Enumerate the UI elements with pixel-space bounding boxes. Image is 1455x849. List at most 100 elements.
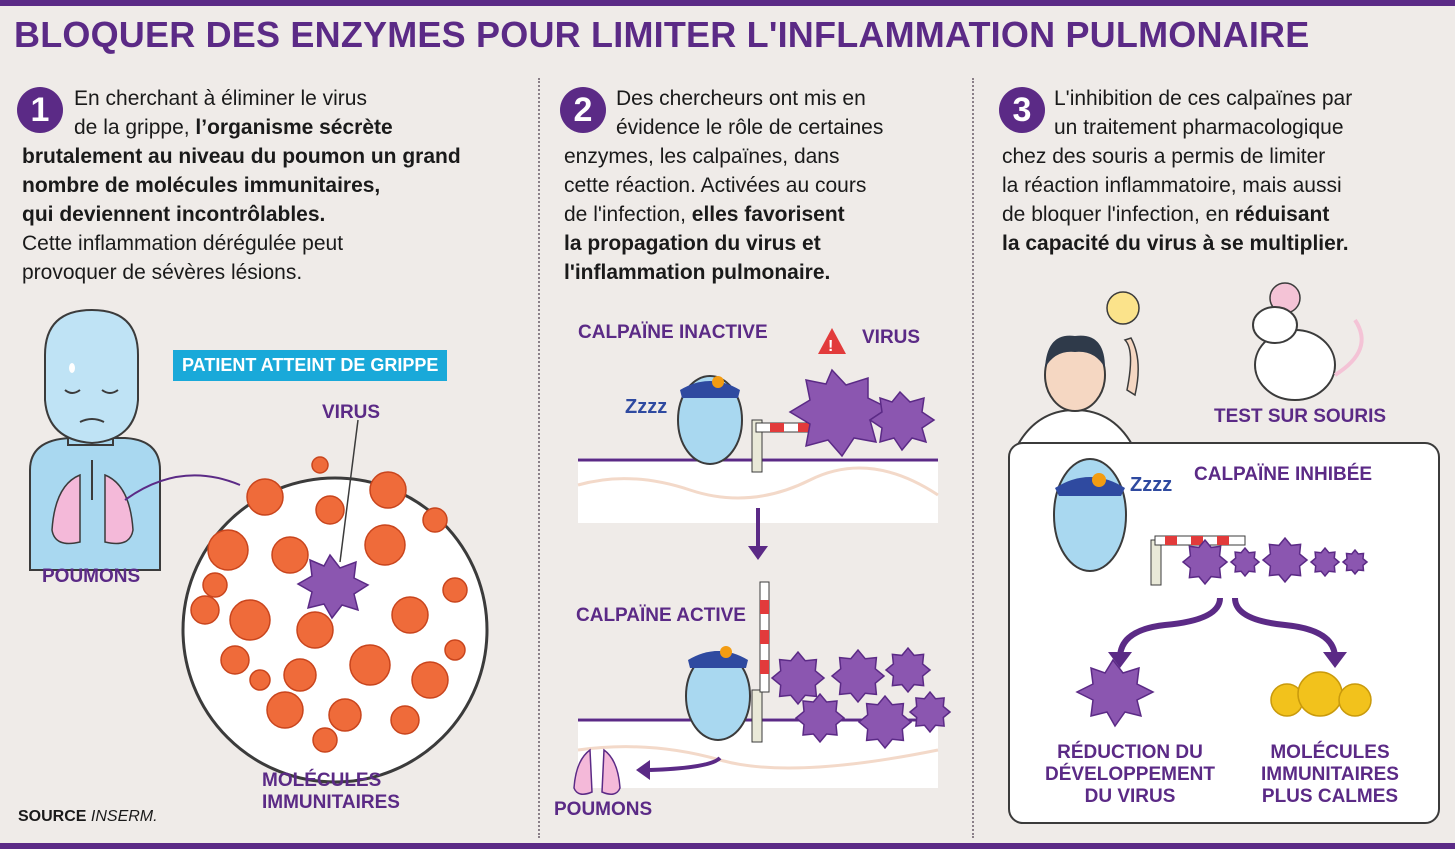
source: SOURCE INSERM. (18, 808, 158, 826)
virus-icon (1261, 536, 1309, 584)
column-separator (538, 78, 540, 838)
text-run: Cette inflammation dérégulée peut (22, 232, 344, 255)
immune-molecule-icon (411, 661, 449, 699)
calm-molecule-icon (1338, 683, 1372, 717)
calm-molecule-icon (1297, 671, 1343, 717)
text-run: de la grippe, (74, 116, 196, 139)
text-line: qui deviennent incontrôlables. (22, 200, 532, 229)
step-3-number: 3 (999, 87, 1045, 133)
text-run: de l'infection, (564, 203, 692, 226)
text-run-bold: brutalement au niveau du poumon un grand (22, 145, 461, 168)
alert-icon (818, 328, 846, 354)
text-line: cette réaction. Activées au cours (564, 171, 964, 200)
patient-illustration (29, 308, 489, 784)
text-run: Des chercheurs ont mis en (616, 87, 866, 110)
text-run-bold: l’organisme sécrète (195, 116, 393, 139)
immune-molecule-icon (444, 639, 466, 661)
virus-icon (1229, 546, 1261, 578)
text-line: de la grippe, l’organisme sécrète (22, 113, 532, 142)
text-line: la propagation du virus et (564, 229, 964, 258)
bottom-bar (0, 843, 1455, 849)
text-run: chez des souris a permis de limiter (1002, 145, 1326, 168)
virus-icon (770, 650, 826, 706)
immune-molecule-icon (422, 507, 448, 533)
mouse-test-label: TEST SUR SOURIS (1214, 406, 1387, 427)
immune-molecule-icon (229, 599, 271, 641)
text-run-bold: nombre de molécules immunitaires, (22, 174, 381, 197)
text-line: Des chercheurs ont mis en (564, 84, 964, 113)
text-line: En cherchant à éliminer le virus (22, 84, 532, 113)
svg-text:!: ! (828, 338, 833, 355)
immune-molecule-icon (202, 572, 228, 598)
virus-icon (788, 368, 890, 458)
text-line: L'inhibition de ces calpaïnes par (1002, 84, 1447, 113)
text-line: chez des souris a permis de limiter (1002, 142, 1447, 171)
text-run: évidence le rôle de certaines (616, 116, 884, 139)
text-line: de l'infection, elles favorisent (564, 200, 964, 229)
immune-molecule-icon (349, 644, 391, 686)
result-2-line-3: PLUS CALMES (1261, 786, 1399, 807)
zzz-text: Zzzz (625, 396, 668, 418)
immune-molecule-icon (271, 536, 309, 574)
lightbulb-icon (1106, 291, 1140, 325)
immune-molecule-icon (312, 727, 338, 753)
calpain-active-label: CALPAÏNE ACTIVE (576, 605, 746, 626)
text-line: Cette inflammation dérégulée peut (22, 229, 532, 258)
virus-icon (908, 690, 952, 734)
calm-immune-molecules (1270, 671, 1372, 717)
text-run: cette réaction. Activées au cours (564, 174, 867, 197)
source-value: INSERM. (90, 808, 158, 825)
lungs-label: POUMONS (42, 566, 141, 587)
text-run-bold: la propagation du virus et (564, 232, 821, 255)
text-line: nombre de molécules immunitaires, (22, 171, 532, 200)
virus-icon (1309, 546, 1341, 578)
text-run: de bloquer l'infection, en (1002, 203, 1235, 226)
immune-molecule-icon (364, 524, 406, 566)
text-line: la capacité du virus à se multiplier. (1002, 229, 1447, 258)
virus-cluster (770, 646, 952, 750)
text-line: évidence le rôle de certaines (564, 113, 964, 142)
immune-molecule-icon (246, 478, 284, 516)
text-line: brutalement au niveau du poumon un grand (22, 142, 532, 171)
text-line: de bloquer l'infection, en réduisant (1002, 200, 1447, 229)
immune-molecule-icon (328, 698, 362, 732)
text-run-bold: réduisant (1234, 203, 1330, 226)
result-1-line-2: DÉVELOPPEMENT (1045, 764, 1215, 785)
text-run-bold: qui deviennent incontrôlables. (22, 203, 326, 226)
virus-icon (857, 694, 913, 750)
immune-molecule-icon (283, 658, 317, 692)
result-1-line-1: RÉDUCTION DU (1057, 742, 1203, 763)
virus-row (1181, 536, 1369, 586)
page-title: BLOQUER DES ENZYMES POUR LIMITER L'INFLA… (14, 14, 1310, 55)
virus-icon (1181, 538, 1229, 586)
immune-molecule-icon (266, 691, 304, 729)
text-run-bold: elles favorisent (691, 203, 845, 226)
text-run-bold: la capacité du virus à se multiplier. (1002, 232, 1349, 255)
immune-molecule-icon (315, 495, 345, 525)
lungs-label-2: POUMONS (554, 799, 653, 820)
calpain-inactive-label: CALPAÏNE INACTIVE (578, 322, 768, 343)
step-2-number: 2 (560, 87, 606, 133)
virus-icon (830, 648, 886, 704)
zzz-text-2: Zzzz (1130, 474, 1173, 496)
text-run: provoquer de sévères lésions. (22, 261, 303, 284)
virus-label-2: VIRUS (862, 327, 921, 348)
text-line: provoquer de sévères lésions. (22, 258, 532, 287)
step-1-number: 1 (17, 87, 63, 133)
text-line: un traitement pharmacologique (1002, 113, 1447, 142)
text-line: la réaction inflammatoire, mais aussi (1002, 171, 1447, 200)
virus-icon (296, 553, 370, 620)
immune-molecule-icon (220, 645, 250, 675)
immune-molecule-icon (390, 705, 420, 735)
top-bar (0, 0, 1455, 6)
result-2-line-2: IMMUNITAIRES (1261, 764, 1399, 785)
source-label: SOURCE (18, 808, 87, 825)
result-2-line-1: MOLÉCULES (1270, 742, 1390, 763)
virus-icon (1341, 548, 1369, 576)
text-run: la réaction inflammatoire, mais aussi (1002, 174, 1342, 197)
column-separator (972, 78, 974, 838)
immune-molecule-icon (311, 456, 329, 474)
